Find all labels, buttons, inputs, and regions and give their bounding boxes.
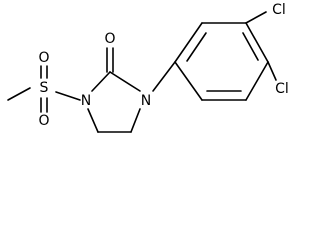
atom-n1: N: [81, 93, 91, 109]
bond-ar1-ar2: [174, 22, 203, 63]
atom-s: S: [40, 80, 49, 96]
bond-c5-n1: [87, 108, 99, 133]
atom-labels: O N N S O O Cl Cl: [38, 2, 288, 129]
bonds: [7, 11, 277, 133]
bond-ar3-ar4: [245, 22, 269, 63]
bond-ar4-ar5: [245, 61, 269, 101]
atom-cl-bottom: Cl: [275, 81, 289, 97]
bond-ar6-ar1: [174, 61, 203, 101]
structural-formula: O N N S O O Cl Cl: [7, 2, 289, 133]
bond-c2-n3: [109, 71, 141, 92]
atom-o-s-top: O: [38, 50, 49, 66]
bond-n3-aryl: [152, 61, 176, 92]
atom-n3: N: [141, 93, 151, 109]
atom-o-carbonyl: O: [104, 31, 115, 47]
bond-methyl-s: [7, 87, 31, 101]
bond-ar-inner-1: [186, 32, 207, 62]
bond-ar-cl-top: [245, 11, 267, 24]
bond-n3-c4: [130, 108, 141, 133]
bond-n1-c2: [91, 71, 111, 92]
bond-ar-cl-bottom: [267, 61, 277, 81]
atom-cl-top: Cl: [272, 2, 286, 18]
bond-s-n1: [55, 91, 81, 101]
atom-o-s-bottom: O: [38, 113, 49, 129]
bond-ar-inner-2: [242, 32, 259, 61]
